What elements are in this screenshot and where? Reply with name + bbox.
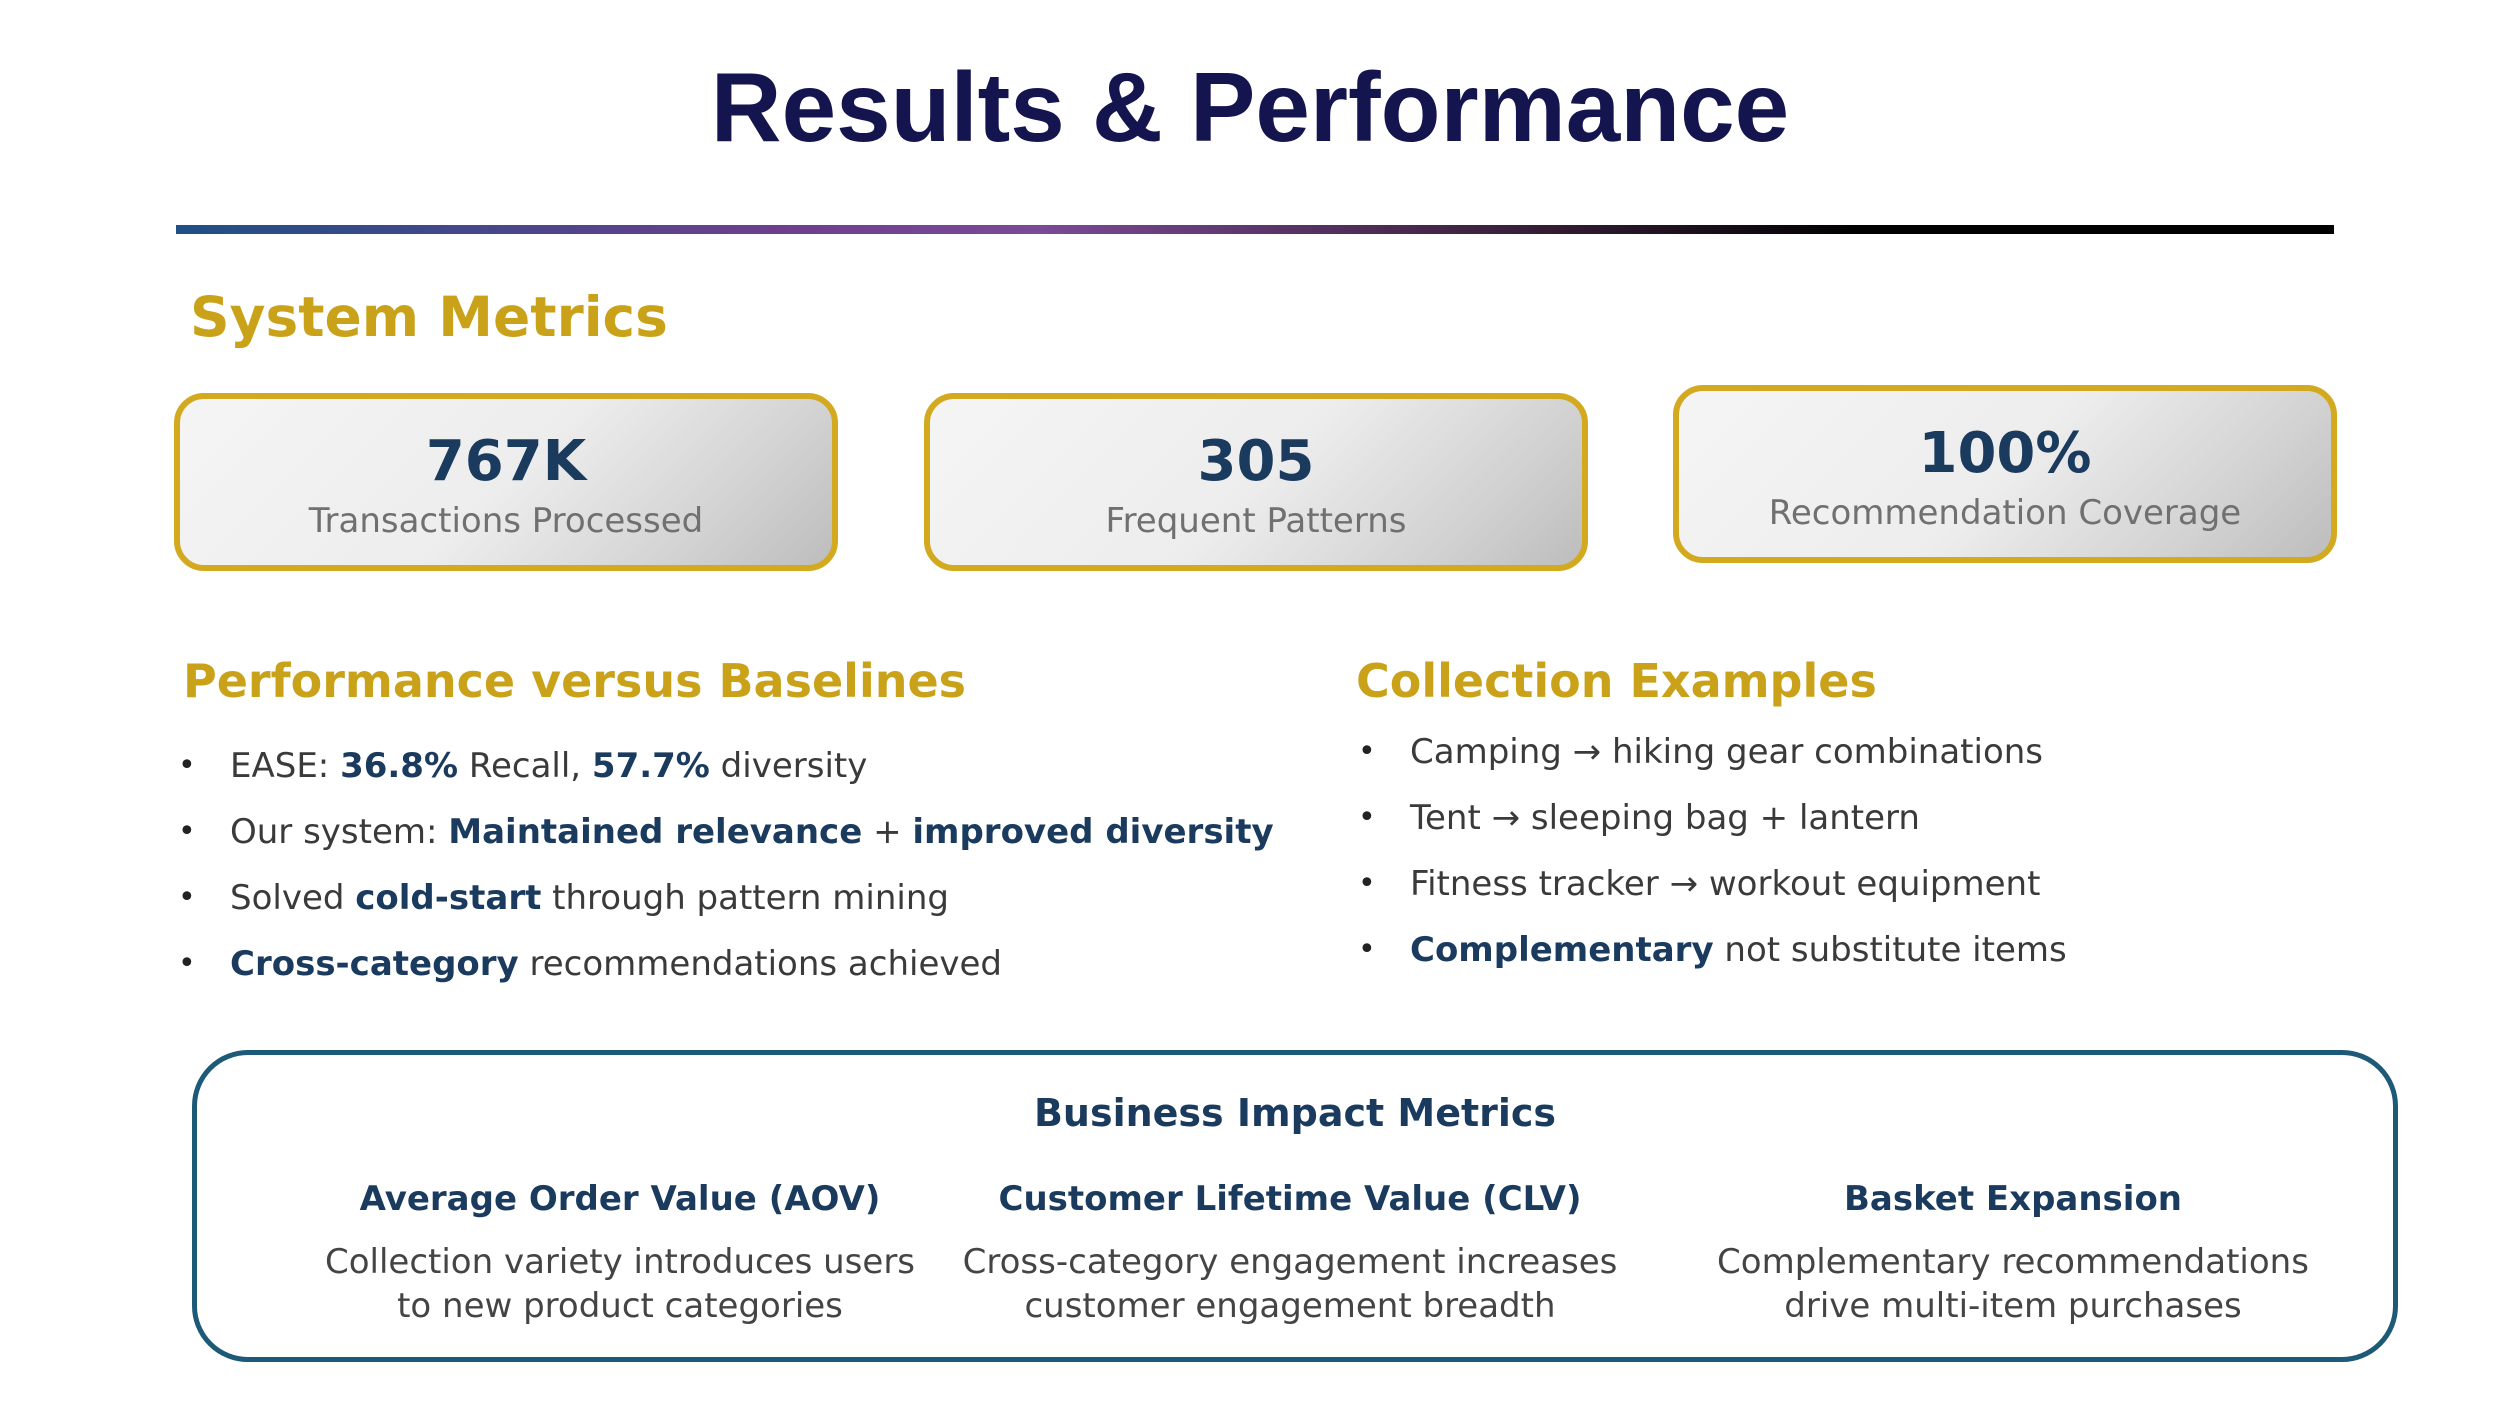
list-item: • Solved cold-start through pattern minin…: [178, 872, 1274, 938]
bullet-icon: •: [178, 748, 196, 783]
item-text: Fitness tracker → workout equipment: [1410, 864, 2041, 904]
impact-line: Complementary recommendations: [1717, 1241, 2309, 1282]
item-text: Camping → hiking gear combinations: [1410, 732, 2044, 772]
list-item: • Cross-category recommendations achieved: [178, 938, 1274, 1004]
metric-value: 305: [1197, 429, 1315, 494]
list-item: • Tent → sleeping bag + lantern: [1358, 792, 2067, 858]
collection-examples-heading: Collection Examples: [1356, 654, 1877, 708]
impact-column-aov: Average Order Value (AOV) Collection var…: [270, 1179, 970, 1328]
item-text: Recall,: [458, 746, 592, 786]
impact-column-basket: Basket Expansion Complementary recommend…: [1663, 1179, 2363, 1328]
business-impact-panel: Business Impact Metrics Average Order Va…: [192, 1050, 2398, 1362]
metric-value: 100%: [1918, 421, 2092, 486]
metric-card-coverage: 100% Recommendation Coverage: [1673, 385, 2337, 563]
business-impact-title: Business Impact Metrics: [1033, 1091, 1557, 1135]
impact-column-title: Average Order Value (AOV): [359, 1179, 881, 1219]
item-highlight: 36.8%: [340, 746, 459, 786]
item-text: through pattern mining: [541, 878, 949, 918]
metric-value: 767K: [425, 429, 587, 494]
item-highlight: Maintained relevance: [448, 812, 863, 852]
list-item: • Fitness tracker → workout equipment: [1358, 858, 2067, 924]
item-text: +: [862, 812, 913, 852]
impact-line: drive multi-item purchases: [1784, 1285, 2242, 1326]
list-item: • Our system: Maintained relevance + impr…: [178, 806, 1274, 872]
bullet-icon: •: [1358, 866, 1376, 901]
bullet-icon: •: [178, 880, 196, 915]
item-highlight: Complementary: [1410, 930, 1714, 970]
collection-examples-list: • Camping → hiking gear combinations • Ten…: [1358, 726, 2067, 990]
metric-card-transactions: 767K Transactions Processed: [174, 393, 838, 571]
impact-line: to new product categories: [397, 1285, 843, 1326]
item-highlight: cold-start: [355, 878, 542, 918]
impact-column-clv: Customer Lifetime Value (CLV) Cross-cate…: [940, 1179, 1640, 1328]
bullet-icon: •: [178, 946, 196, 981]
impact-line: Cross-category engagement increases: [962, 1241, 1618, 1282]
impact-line: customer engagement breadth: [1024, 1285, 1556, 1326]
list-item: • EASE: 36.8% Recall, 57.7% diversity: [178, 740, 1274, 806]
bullet-icon: •: [1358, 734, 1376, 769]
bullet-icon: •: [1358, 800, 1376, 835]
impact-column-title: Basket Expansion: [1843, 1179, 2183, 1219]
performance-heading: Performance versus Baselines: [183, 654, 967, 708]
performance-list: • EASE: 36.8% Recall, 57.7% diversity • Ou…: [178, 740, 1274, 1004]
item-highlight: 57.7%: [591, 746, 710, 786]
metric-label: Recommendation Coverage: [1768, 492, 2242, 533]
impact-column-title: Customer Lifetime Value (CLV): [998, 1179, 1582, 1219]
item-text: recommendations achieved: [518, 944, 1003, 984]
item-highlight: Cross-category: [230, 944, 519, 984]
list-item: • Camping → hiking gear combinations: [1358, 726, 2067, 792]
item-text: Our system:: [230, 812, 449, 852]
item-text: not substitute items: [1713, 930, 2067, 970]
metric-label: Frequent Patterns: [1105, 500, 1407, 541]
slide-title: Results & Performance: [710, 52, 1790, 162]
item-highlight: improved diversity: [912, 812, 1274, 852]
bullet-icon: •: [1358, 932, 1376, 967]
item-text: EASE:: [230, 746, 341, 786]
impact-line: Collection variety introduces users: [324, 1241, 916, 1282]
system-metrics-heading: System Metrics: [190, 285, 668, 349]
item-text: diversity: [709, 746, 868, 786]
item-text: Solved: [230, 878, 356, 918]
item-text: Tent → sleeping bag + lantern: [1410, 798, 1920, 838]
title-divider: [176, 225, 2334, 234]
metric-label: Transactions Processed: [308, 500, 704, 541]
bullet-icon: •: [178, 814, 196, 849]
list-item: • Complementary not substitute items: [1358, 924, 2067, 990]
metric-card-patterns: 305 Frequent Patterns: [924, 393, 1588, 571]
